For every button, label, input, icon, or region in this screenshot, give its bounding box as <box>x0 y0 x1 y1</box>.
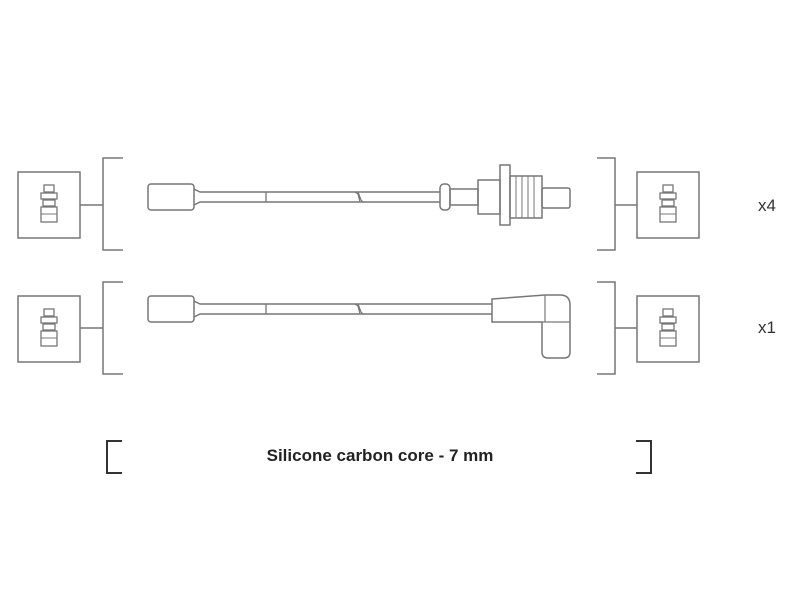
bracket-right <box>597 281 616 375</box>
caption-bracket-left <box>106 440 122 474</box>
cable-row-1 <box>17 157 700 251</box>
cable-spec-caption: Silicone carbon core - 7 mm <box>266 446 494 465</box>
bracket-left <box>102 157 123 251</box>
bracket-right <box>597 157 616 251</box>
bracket-left <box>102 281 123 375</box>
spark-plug-terminal-icon <box>636 295 700 363</box>
quantity-label-row-1: x4 <box>758 196 776 215</box>
quantity-label-row-2: x1 <box>758 318 776 337</box>
ignition-cable <box>147 164 571 226</box>
spark-plug-terminal-icon <box>17 295 81 363</box>
spark-plug-terminal-icon <box>636 171 700 239</box>
caption-bracket-right <box>636 440 652 474</box>
ignition-cable <box>147 294 571 359</box>
cable-row-2 <box>17 281 700 375</box>
spark-plug-terminal-icon <box>17 171 81 239</box>
